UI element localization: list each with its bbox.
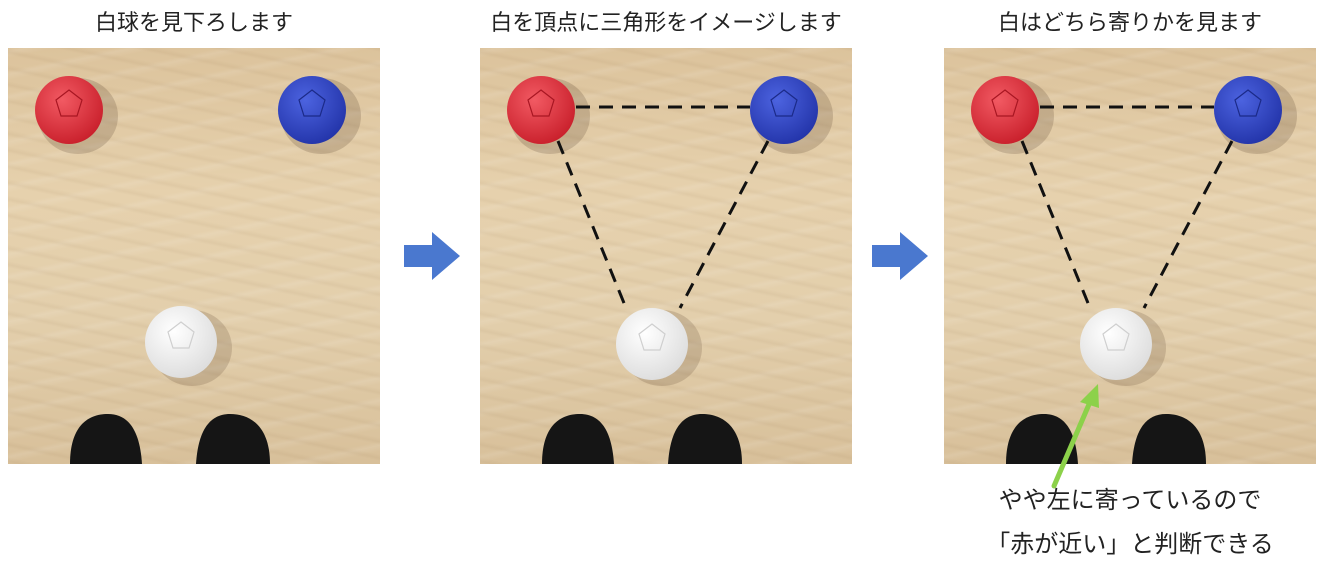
blue-ball — [750, 76, 818, 144]
red-ball — [507, 76, 575, 144]
red-ball — [35, 76, 103, 144]
left-shoe — [542, 414, 614, 464]
red-ball — [971, 76, 1039, 144]
panel-3-photo — [944, 48, 1316, 464]
panel-1-photo — [8, 48, 380, 464]
annotation-line-2: 「赤が近い」と判断できる — [986, 530, 1274, 558]
panel-2-caption: 白を頂点に三角形をイメージします — [490, 11, 842, 36]
right-shoe — [1132, 414, 1206, 464]
pointer-arrow-icon — [1051, 384, 1099, 489]
white-ball — [616, 308, 688, 380]
left-shoe — [70, 414, 142, 464]
right-shoe — [668, 414, 742, 464]
blue-ball — [1214, 76, 1282, 144]
white-ball — [1080, 308, 1152, 380]
panel-2-photo — [480, 48, 852, 464]
next-arrow-icon — [404, 232, 460, 280]
panel-1-caption: 白球を見下ろします — [94, 11, 293, 36]
white-ball — [145, 306, 217, 378]
panel-3-caption: 白はどちら寄りかを見ます — [997, 11, 1262, 36]
triangle-dashed-lines — [1020, 105, 1234, 309]
left-shoe — [1006, 414, 1078, 464]
annotation-line-1: やや左に寄っているので — [998, 486, 1262, 514]
blue-ball — [278, 76, 346, 144]
right-shoe — [196, 414, 270, 464]
next-arrow-icon — [872, 232, 928, 280]
triangle-dashed-lines — [556, 105, 770, 309]
